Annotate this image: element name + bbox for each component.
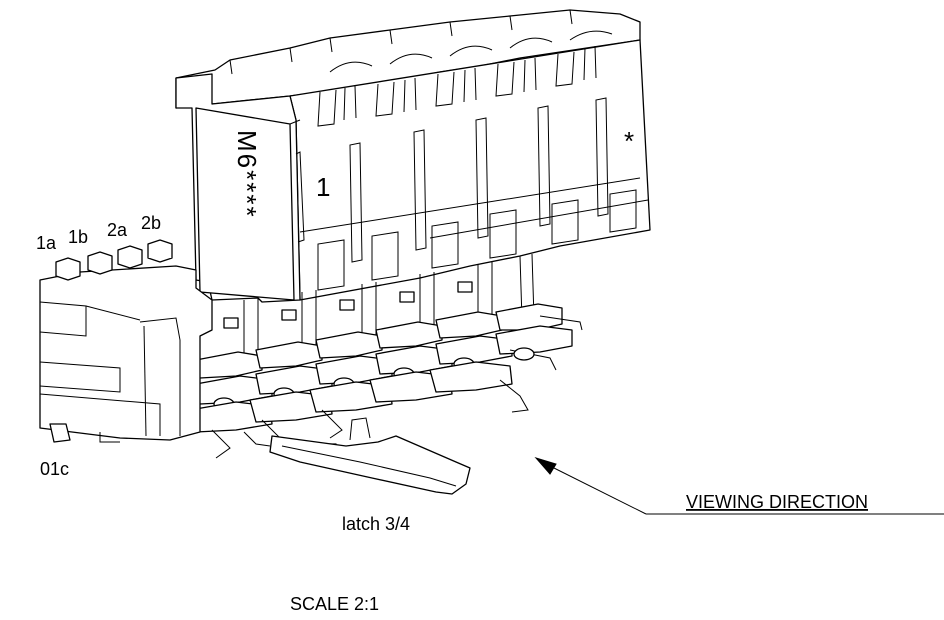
face-marking: M6**** [232,130,262,219]
latch-label: latch 3/4 [342,514,410,534]
contact-array [189,253,583,459]
scale-label: SCALE 2:1 [290,594,379,614]
pin-label-1b: 1b [68,227,88,247]
pin-label-1a: 1a [36,233,57,253]
viewing-direction-arrow [534,457,944,515]
pin-label-2b: 2b [141,213,161,233]
pin-label-01c: 01c [40,459,69,479]
latch [243,417,471,495]
connector-housing [175,9,651,301]
pin-label-2a: 2a [107,220,128,240]
cell-marking-star: * [624,126,634,156]
base-block [39,239,213,443]
cell-marking-1: 1 [316,172,330,202]
label-plate [175,73,305,303]
viewing-direction-label: VIEWING DIRECTION [686,492,868,512]
